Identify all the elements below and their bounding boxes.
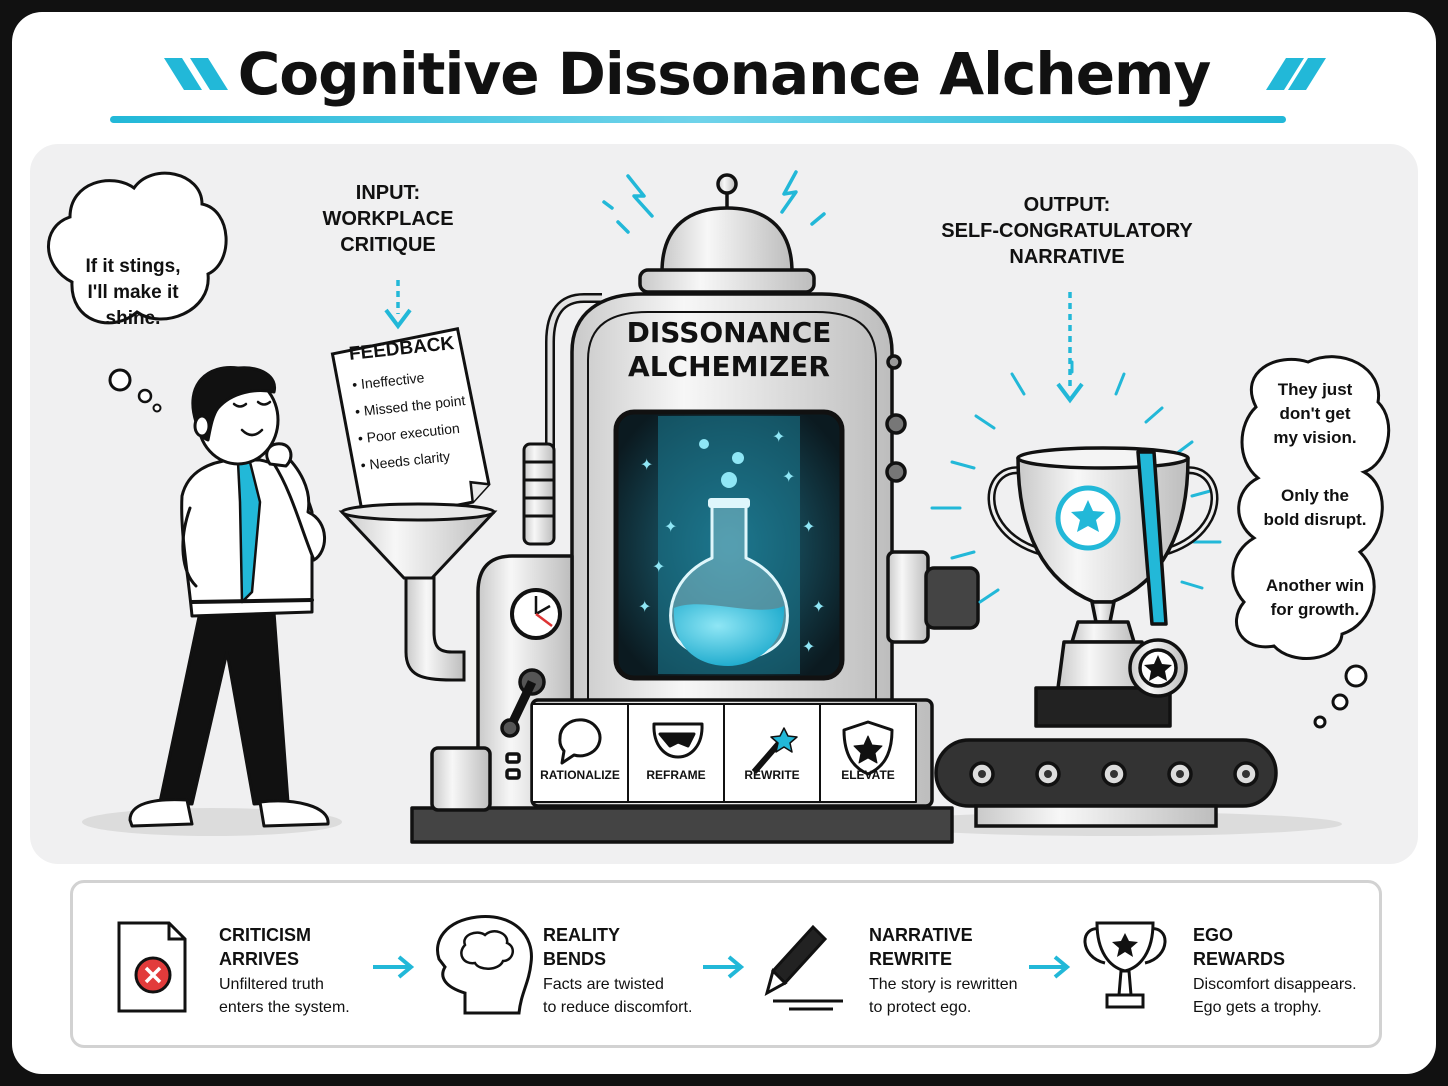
arrow-icon bbox=[373, 955, 415, 979]
title-underline bbox=[110, 116, 1286, 123]
step-3-title: NARRATIVE REWRITE bbox=[869, 923, 973, 971]
infographic-card: Cognitive Dissonance Alchemy bbox=[12, 12, 1436, 1074]
thought-right-1-line: They just bbox=[1277, 380, 1353, 399]
step-1-desc-line: Unfiltered truth bbox=[219, 976, 324, 993]
svg-text:✦: ✦ bbox=[772, 427, 785, 446]
person-figure bbox=[128, 366, 330, 828]
thought-right-1: They just don't get my vision. bbox=[1246, 378, 1384, 450]
step-2-title: REALITY BENDS bbox=[543, 923, 620, 971]
thought-right-3-line: Another win bbox=[1265, 576, 1365, 595]
thought-bubbles-right bbox=[1231, 355, 1391, 729]
machine-name-line-1: DISSONANCE bbox=[626, 316, 832, 349]
svg-text:✦: ✦ bbox=[652, 557, 665, 576]
step-3-desc-line: to protect ego. bbox=[869, 999, 972, 1016]
right-stripes-icon bbox=[1266, 58, 1326, 90]
input-label-line-3: CRITIQUE bbox=[340, 234, 436, 256]
process-steps: CRITICISM ARRIVES Unfiltered truth enter… bbox=[70, 880, 1382, 1048]
mode-reframe-label: REFRAME bbox=[646, 768, 706, 782]
mode-elevate-label: ELEVATE bbox=[841, 768, 895, 782]
step-3-title-line: NARRATIVE bbox=[869, 925, 973, 945]
thought-right-2-line: Only the bbox=[1280, 486, 1349, 505]
step-2-desc-line: Facts are twisted bbox=[543, 976, 664, 993]
step-1-title-line: CRITICISM bbox=[219, 925, 311, 945]
output-label-line-2: SELF-CONGRATULATORY bbox=[941, 220, 1193, 242]
feedback-paper bbox=[330, 326, 491, 526]
svg-text:✦: ✦ bbox=[802, 517, 815, 536]
step-3-desc: The story is rewritten to protect ego. bbox=[869, 973, 1017, 1019]
step-2-title-line: REALITY bbox=[543, 925, 621, 945]
thought-right-3: Another win for growth. bbox=[1246, 574, 1384, 622]
thought-bubble-left bbox=[47, 171, 228, 413]
arrow-icon bbox=[703, 955, 745, 979]
step-4-title: EGO REWARDS bbox=[1193, 923, 1285, 971]
conveyor-belt bbox=[934, 738, 1278, 828]
machine-name: DISSONANCE ALCHEMIZER bbox=[602, 316, 856, 384]
svg-text:✦: ✦ bbox=[782, 467, 795, 486]
trophy-icon bbox=[1083, 921, 1167, 1009]
svg-text:✦: ✦ bbox=[638, 597, 651, 616]
trophy-award bbox=[987, 446, 1219, 728]
thought-left-line-3: shine. bbox=[105, 308, 161, 329]
input-label: INPUT: WORKPLACE CRITIQUE bbox=[308, 180, 468, 258]
output-label-line-3: NARRATIVE bbox=[1009, 246, 1125, 268]
arrow-icon bbox=[1029, 955, 1071, 979]
step-2-title-line: BENDS bbox=[543, 949, 607, 969]
alchemizer-machine: ✦ ✦ ✦ ✦ ✦ ✦ ✦ ✦ ✦ bbox=[410, 170, 980, 844]
trophy-rays bbox=[930, 360, 1222, 604]
thought-right-2-line: bold disrupt. bbox=[1263, 510, 1367, 529]
step-4-desc-line: Discomfort disappears. bbox=[1193, 976, 1357, 993]
thought-left-text: If it stings, I'll make it shine. bbox=[58, 254, 208, 332]
step-4-desc-line: Ego gets a trophy. bbox=[1193, 999, 1322, 1016]
feedback-text: FEEDBACK • Ineffective • Missed the poin… bbox=[348, 331, 490, 480]
thought-right-3-line: for growth. bbox=[1270, 600, 1360, 619]
svg-text:✦: ✦ bbox=[640, 455, 653, 474]
document-x-icon bbox=[117, 921, 187, 1013]
input-funnel bbox=[338, 502, 498, 682]
step-4-title-line: EGO bbox=[1193, 925, 1234, 945]
svg-text:✦: ✦ bbox=[664, 517, 677, 536]
svg-text:✦: ✦ bbox=[802, 637, 815, 656]
thought-left-line-2: I'll make it bbox=[87, 282, 179, 303]
step-2-desc-line: to reduce discomfort. bbox=[543, 999, 693, 1016]
thought-right-1-line: don't get bbox=[1279, 404, 1351, 423]
step-1-desc-line: enters the system. bbox=[219, 999, 350, 1016]
brain-head-icon bbox=[436, 915, 533, 1015]
step-1-title: CRITICISM ARRIVES bbox=[219, 923, 311, 971]
machine-name-line-2: ALCHEMIZER bbox=[628, 350, 830, 383]
step-1-title-line: ARRIVES bbox=[219, 949, 300, 969]
input-label-line-2: WORKPLACE bbox=[322, 208, 454, 230]
thought-right-2: Only the bold disrupt. bbox=[1246, 484, 1384, 532]
step-3-desc-line: The story is rewritten bbox=[869, 976, 1018, 993]
step-4-title-line: REWARDS bbox=[1193, 949, 1286, 969]
output-label: OUTPUT: SELF-CONGRATULATORY NARRATIVE bbox=[932, 192, 1202, 270]
svg-text:✦: ✦ bbox=[812, 597, 825, 616]
mode-rationalize-label: RATIONALIZE bbox=[540, 768, 620, 782]
thought-left-line-1: If it stings, bbox=[85, 256, 181, 277]
output-label-line-1: OUTPUT: bbox=[1023, 194, 1111, 216]
mode-rewrite-label: REWRITE bbox=[744, 768, 800, 782]
page-title: Cognitive Dissonance Alchemy bbox=[237, 40, 1212, 108]
thought-right-1-line: my vision. bbox=[1273, 428, 1357, 447]
step-4-desc: Discomfort disappears. Ego gets a trophy… bbox=[1193, 973, 1357, 1019]
pen-icon bbox=[764, 924, 843, 1011]
step-1-desc: Unfiltered truth enters the system. bbox=[219, 973, 350, 1019]
alchemy-scene: ✦ ✦ ✦ ✦ ✦ ✦ ✦ ✦ ✦ bbox=[47, 170, 1391, 844]
input-label-line-1: INPUT: bbox=[355, 182, 421, 204]
step-3-title-line: REWRITE bbox=[869, 949, 952, 969]
step-2-desc: Facts are twisted to reduce discomfort. bbox=[543, 973, 692, 1019]
left-stripes-icon bbox=[164, 58, 228, 90]
